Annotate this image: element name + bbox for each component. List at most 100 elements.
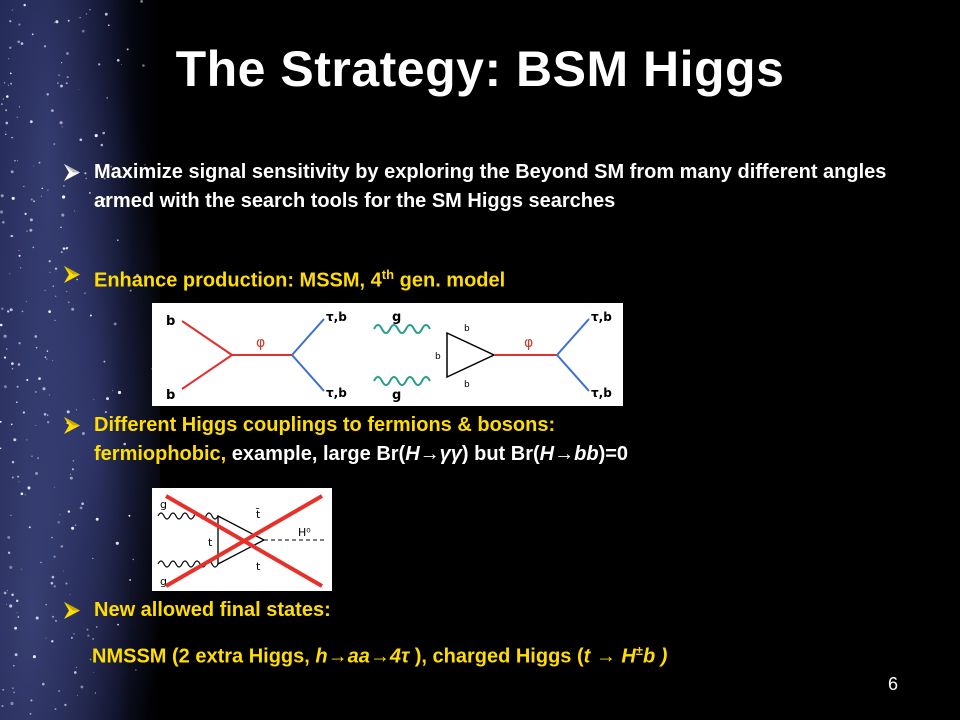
label-h0: H⁰	[298, 526, 311, 539]
star-dot	[60, 545, 63, 548]
star-dot	[11, 136, 13, 139]
star-dot	[110, 165, 113, 168]
star-dot	[41, 187, 44, 190]
star-dot	[9, 20, 12, 23]
label-t-bottom: t	[256, 560, 261, 573]
star-dot	[2, 98, 5, 100]
star-dot	[132, 558, 134, 561]
star-dot	[123, 442, 126, 446]
star-dot	[5, 121, 9, 125]
star-dot	[10, 701, 14, 706]
slide-title: The Strategy: BSM Higgs	[175, 41, 785, 97]
star-dot	[23, 3, 26, 7]
star-dot	[34, 335, 38, 338]
star-dot	[3, 591, 7, 595]
star-dot	[67, 510, 71, 513]
bullet-text: Maximize signal sensitivity by exploring…	[94, 161, 887, 212]
star-dot	[12, 687, 14, 689]
red-cross-line	[165, 494, 323, 588]
star-dot	[81, 502, 84, 506]
star-dot	[11, 368, 14, 370]
star-dot	[47, 421, 50, 424]
star-dot	[26, 439, 28, 441]
star-dot	[66, 76, 69, 79]
star-dot	[17, 475, 20, 478]
star-dot	[55, 295, 57, 297]
star-dot	[21, 310, 24, 313]
star-dot	[54, 619, 58, 622]
star-dot	[27, 486, 31, 490]
star-dot	[4, 385, 7, 389]
star-dot	[52, 615, 55, 618]
star-dot	[144, 164, 146, 166]
label-tau-b-top: τ,b	[326, 310, 347, 324]
star-dot	[117, 623, 119, 626]
label-tau-b-bottom-right: τ,b	[591, 386, 612, 400]
star-dot	[13, 691, 16, 694]
star-dot	[48, 394, 50, 396]
star-dot	[67, 301, 70, 304]
label-tau-b-top-right: τ,b	[591, 310, 612, 324]
star-dot	[100, 143, 104, 147]
star-dot	[11, 593, 14, 597]
star-dot	[31, 455, 33, 458]
star-dot	[78, 89, 80, 90]
star-dot	[98, 63, 101, 66]
star-dot	[18, 342, 21, 345]
star-dot	[76, 278, 78, 281]
star-dot	[104, 12, 108, 16]
star-dot	[72, 460, 75, 462]
star-dot	[57, 82, 59, 84]
star-dot	[11, 460, 15, 464]
star-dot	[24, 494, 26, 496]
star-dot	[7, 535, 11, 539]
star-dot	[9, 565, 13, 569]
star-dot	[12, 664, 15, 667]
label-t-left: t	[208, 536, 213, 549]
star-dot	[47, 414, 49, 416]
star-dot	[129, 579, 131, 581]
star-dot	[65, 582, 68, 585]
feynman-diagram-production: b b φ τ,b τ,b g g b b b φ τ,b τ,b	[152, 303, 623, 406]
star-dot	[5, 133, 7, 135]
star-dot	[7, 310, 10, 313]
star-dot	[116, 58, 120, 62]
star-dot	[29, 218, 33, 222]
star-dot	[32, 655, 36, 659]
star-dot	[33, 200, 36, 203]
star-dot	[51, 536, 53, 539]
star-dot	[7, 84, 10, 87]
star-dot	[67, 19, 70, 22]
star-dot	[9, 273, 11, 275]
star-dot	[62, 195, 66, 199]
star-dot	[85, 13, 88, 15]
star-dot	[19, 267, 22, 269]
star-dot	[46, 93, 49, 96]
star-dot	[53, 585, 56, 588]
star-dot	[15, 599, 19, 603]
star-dot	[25, 300, 27, 302]
star-dot	[129, 289, 132, 292]
star-dot	[1, 704, 4, 708]
star-dot	[17, 363, 21, 366]
star-dot	[37, 457, 39, 459]
star-dot	[35, 616, 39, 620]
star-dot	[93, 672, 95, 673]
star-dot	[61, 213, 65, 217]
star-dot	[10, 234, 13, 238]
star-dot	[30, 198, 33, 201]
label-b-in-bottom: b	[166, 388, 175, 403]
arrow-bullet-icon	[64, 164, 80, 181]
star-dot	[38, 161, 41, 164]
star-dot	[11, 196, 15, 200]
star-dot	[65, 247, 68, 250]
bullet-text: Different Higgs couplings to fermions & …	[94, 414, 629, 465]
star-dot	[81, 29, 85, 33]
star-dot	[101, 660, 103, 661]
star-dot	[92, 557, 94, 559]
star-dot	[9, 604, 13, 608]
star-dot	[79, 17, 81, 19]
star-dot	[113, 322, 117, 326]
label-g-bottom: g	[160, 575, 167, 588]
star-dot	[31, 33, 34, 36]
